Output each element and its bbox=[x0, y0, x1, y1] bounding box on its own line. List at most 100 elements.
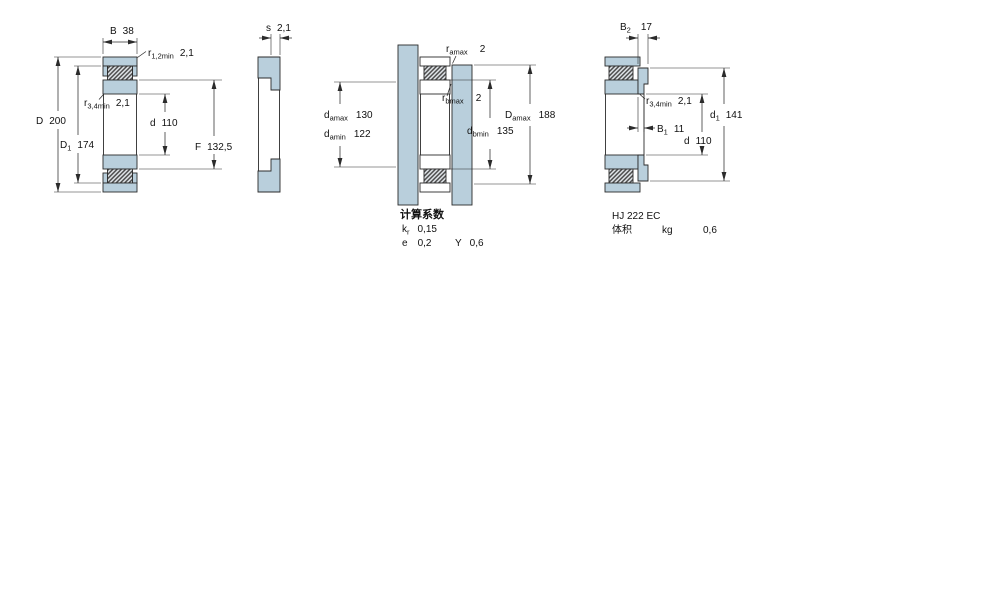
roller-cage-bottom bbox=[107, 168, 133, 184]
dim-value: 2 bbox=[476, 93, 482, 104]
outer-ring-bottom bbox=[604, 182, 641, 193]
dim-sub: 1,2min bbox=[151, 52, 174, 61]
dim-value: 132,5 bbox=[207, 142, 232, 153]
dim-base: B bbox=[620, 22, 627, 33]
dim-value: 17 bbox=[641, 22, 653, 33]
housing-abutment bbox=[451, 64, 473, 206]
dim-r12-leader bbox=[137, 51, 147, 58]
dim-sub: 1 bbox=[67, 144, 71, 153]
outer-ring-flange-right-bottom bbox=[132, 172, 138, 184]
dim-sub: 3,4min bbox=[649, 100, 672, 109]
dim-base: d bbox=[684, 136, 690, 147]
dim-value: 188 bbox=[539, 110, 556, 121]
inner-ring-bottom bbox=[419, 154, 451, 170]
outer-ring-top bbox=[102, 56, 138, 67]
roller-cage-top bbox=[423, 65, 447, 81]
dim-sub: amax bbox=[512, 114, 531, 123]
roller-cage-top bbox=[608, 65, 634, 81]
dim-value: 122 bbox=[354, 129, 371, 140]
dim-sub: amin bbox=[330, 133, 346, 142]
angle-ring-bottom bbox=[637, 154, 649, 182]
dim-base: Y bbox=[455, 238, 462, 249]
dim-base: d bbox=[324, 110, 330, 121]
dim-sub: 1 bbox=[664, 128, 668, 137]
dim-D-lines bbox=[54, 56, 101, 193]
dim-Da-lines bbox=[474, 64, 536, 185]
dim-sub: amax bbox=[330, 114, 349, 123]
dim-base: r bbox=[446, 44, 450, 55]
dim-B-lines bbox=[102, 38, 138, 54]
dim-sub: 3,4min bbox=[87, 102, 110, 111]
dim-value: 2,1 bbox=[180, 48, 194, 59]
outer-ring-bottom bbox=[419, 182, 451, 193]
dim-d-lines bbox=[646, 93, 708, 156]
dim-da-lines bbox=[334, 81, 396, 168]
dim-base: D bbox=[36, 116, 43, 127]
outer-ring-flange-right-top bbox=[132, 65, 138, 77]
dim-sub: bmax bbox=[445, 97, 464, 106]
ring-section-top bbox=[257, 56, 281, 91]
dim-value: 135 bbox=[497, 126, 514, 137]
dim-F-text: F 132,5 bbox=[195, 142, 233, 153]
roller-cage-top bbox=[107, 65, 133, 81]
dim-base: B bbox=[657, 124, 664, 135]
dim-rb-leader bbox=[446, 83, 452, 97]
dim-B2-lines bbox=[626, 34, 660, 64]
dim-value: 2,1 bbox=[116, 98, 130, 109]
ring-section-bottom bbox=[257, 158, 281, 193]
dim-base: r bbox=[646, 96, 650, 107]
dim-sub: amax bbox=[449, 48, 468, 57]
dim-base: D bbox=[60, 140, 67, 151]
dim-db-lines bbox=[450, 79, 496, 170]
outer-ring-top bbox=[419, 56, 451, 67]
calculation-factors-title: 计算系数 bbox=[400, 207, 445, 221]
dim-base: d bbox=[467, 126, 473, 137]
dim-ra-text: ramax 2 bbox=[446, 44, 486, 57]
inner-ring-bottom bbox=[102, 154, 138, 170]
dim-value: 0,15 bbox=[418, 224, 438, 235]
dim-value: 141 bbox=[726, 110, 743, 121]
angle-ring-top bbox=[637, 67, 649, 95]
dim-base: r bbox=[442, 93, 446, 104]
dim-base: F bbox=[195, 142, 201, 153]
outer-ring-flange-left-top bbox=[102, 65, 108, 77]
dim-d-text: d 110 bbox=[150, 118, 178, 129]
dim-value: 110 bbox=[162, 118, 178, 129]
outer-ring-bottom bbox=[102, 182, 138, 193]
dim-sub: 2 bbox=[627, 26, 631, 35]
dim-B1-lines bbox=[627, 97, 655, 132]
dim-rb-text: rbmax 2 bbox=[442, 93, 482, 106]
dim-value: 0,2 bbox=[418, 238, 432, 249]
inner-ring-bottom bbox=[604, 154, 639, 170]
dim-value: 2 bbox=[480, 44, 486, 55]
dim-value: 0,6 bbox=[470, 238, 484, 249]
mass-value: 0,6 bbox=[703, 225, 717, 236]
dim-s-lines bbox=[259, 34, 292, 55]
dim-base: d bbox=[150, 118, 156, 129]
dim-da-min-text: damin 122 bbox=[324, 129, 371, 142]
dim-base: e bbox=[402, 238, 408, 249]
roller-cage-bottom bbox=[608, 168, 634, 184]
dim-base: d bbox=[710, 110, 716, 121]
dim-value: 38 bbox=[123, 26, 135, 37]
dim-value: 11 bbox=[674, 124, 685, 135]
dim-base: D bbox=[505, 110, 512, 121]
mass-label: 体积 bbox=[612, 224, 632, 236]
dim-D1-lines bbox=[74, 65, 101, 184]
dim-base: d bbox=[324, 129, 330, 140]
factor-e: e 0,2 bbox=[402, 238, 432, 249]
